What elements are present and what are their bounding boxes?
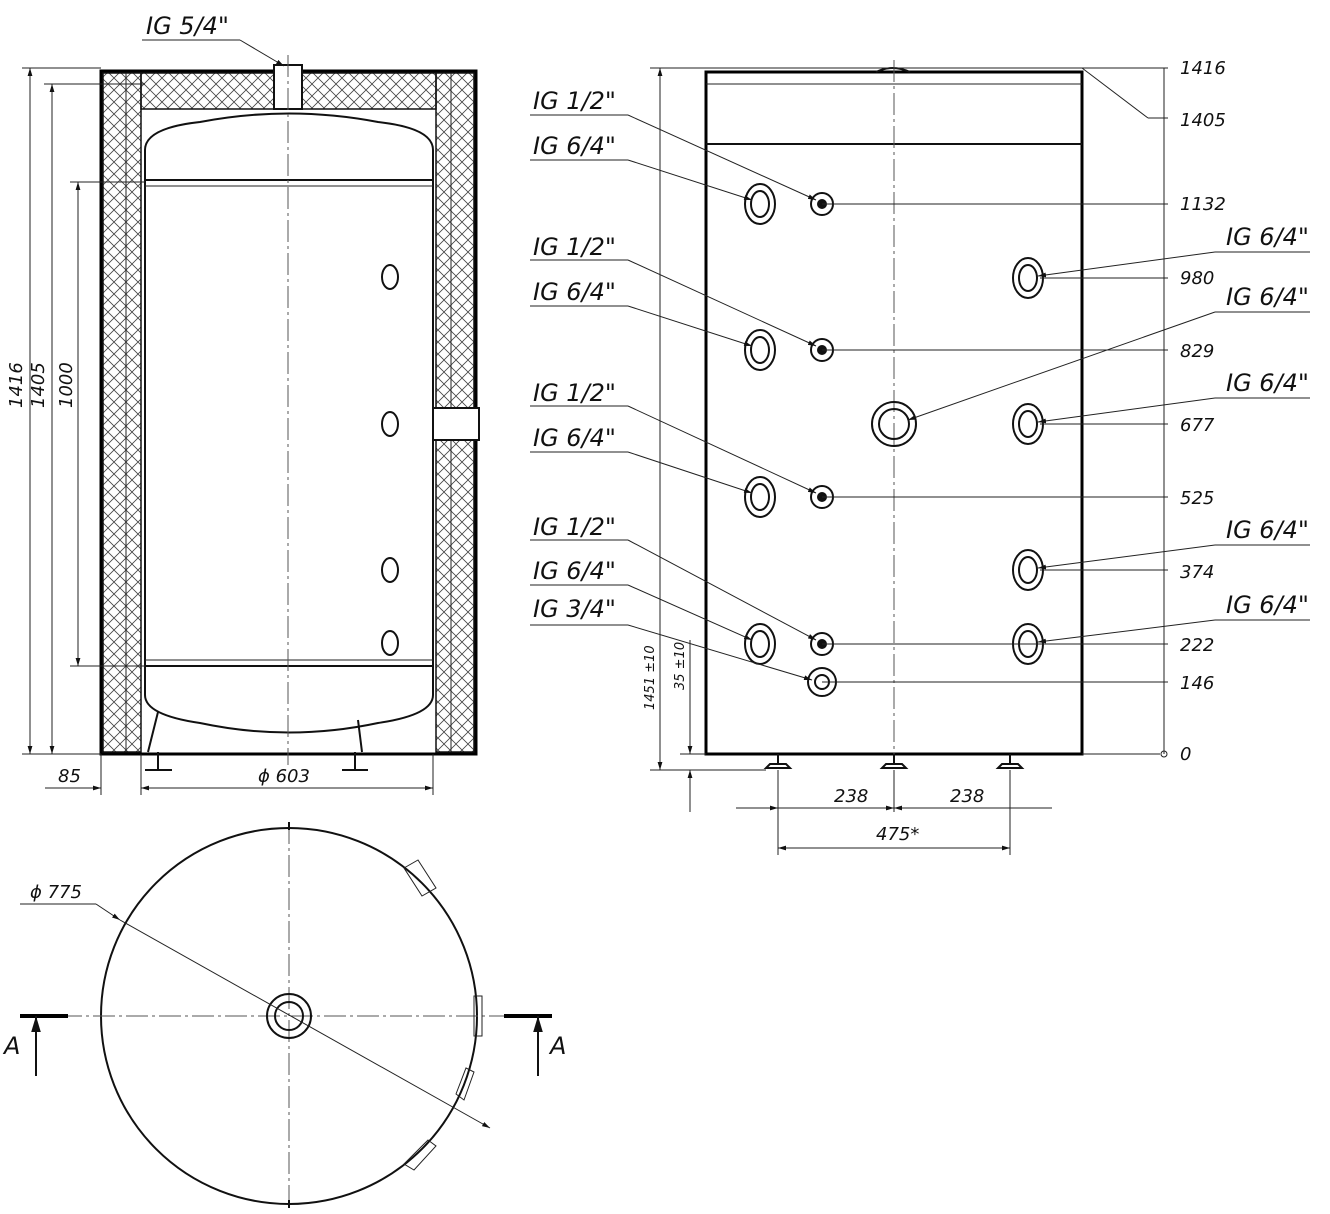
callout-label: IG 6/4" <box>1226 516 1309 544</box>
foot-1 <box>763 754 793 769</box>
foot-left <box>145 711 172 771</box>
dim-sensor-span: 1000 <box>56 362 77 408</box>
side-connection <box>432 407 480 441</box>
insulation-left <box>102 72 142 753</box>
height-label: 677 <box>1180 415 1215 436</box>
height-label: 0 <box>1180 744 1191 765</box>
height-label: 829 <box>1180 341 1214 362</box>
sensor-port-4 <box>381 630 399 656</box>
dim-total-height: 1416 <box>6 362 27 408</box>
vessel-top-dome <box>144 112 434 180</box>
callout-label: IG 6/4" <box>533 424 616 452</box>
callout-label: IG 6/4" <box>1226 223 1309 251</box>
dim-insulation: 85 <box>58 766 81 787</box>
height-label: 980 <box>1180 268 1214 289</box>
dim-top-diameter: ϕ 775 <box>30 882 82 903</box>
height-label: 1405 <box>1180 110 1226 131</box>
dim-overall: 1451 ±10 <box>643 645 658 710</box>
sensor-port-3 <box>381 557 399 583</box>
callout-label: IG 1/2" <box>533 87 616 115</box>
height-labels: 1416 1405 1132 980 829 677 525 374 222 1… <box>1180 58 1226 765</box>
callout-label: IG 6/4" <box>533 132 616 160</box>
dim-feet-left: 238 <box>834 786 868 807</box>
callout-label: IG 6/4" <box>1226 283 1309 311</box>
callout-label: IG 1/2" <box>533 513 616 541</box>
left-callouts: IG 1/2" IG 6/4" IG 1/2" IG 6/4" IG 1/2" … <box>530 87 817 681</box>
callout-label: IG 1/2" <box>533 379 616 407</box>
sensor-port-2 <box>381 411 399 437</box>
dim-feet-right: 238 <box>950 786 984 807</box>
dim-feet-span: 475* <box>876 824 919 845</box>
height-label: 146 <box>1180 673 1214 694</box>
dim-feet: 35 ±10 <box>673 642 688 690</box>
callout-label: IG 6/4" <box>533 557 616 585</box>
foot-right <box>342 719 368 771</box>
callout-label: IG 1/2" <box>533 233 616 261</box>
vessel-body <box>144 179 434 667</box>
section-mark-left: A <box>2 1032 20 1060</box>
callout-label: IG 6/4" <box>1226 369 1309 397</box>
boss <box>403 1139 437 1171</box>
top-view: ϕ 775 A A <box>2 822 566 1210</box>
height-label: 525 <box>1180 488 1214 509</box>
section-mark-right: A <box>548 1032 566 1060</box>
callout-label: IG 6/4" <box>533 278 616 306</box>
section-view: 1416 1405 1000 85 ϕ 603 IG 5/4" <box>6 12 480 795</box>
height-label: 374 <box>1180 562 1214 583</box>
right-callouts: IG 6/4" IG 6/4" IG 6/4" IG 6/4" IG 6/4" <box>907 223 1310 644</box>
height-label: 222 <box>1180 635 1214 656</box>
callout-label: IG 3/4" <box>533 595 616 623</box>
callout-label: IG 6/4" <box>1226 591 1309 619</box>
top-connection-label: IG 5/4" <box>146 12 229 40</box>
boss <box>455 1067 475 1101</box>
vessel-bottom-dome <box>144 666 434 734</box>
height-label: 1416 <box>1180 58 1226 79</box>
dim-vessel-diameter: ϕ 603 <box>258 766 310 787</box>
foot-2 <box>879 754 909 769</box>
dim-vessel-height: 1405 <box>28 362 49 408</box>
sensor-port-1 <box>381 264 399 290</box>
top-connection-ring <box>266 993 312 1039</box>
height-label: 1132 <box>1180 194 1226 215</box>
side-view: 1416 1405 1132 980 829 677 525 374 222 1… <box>530 58 1310 855</box>
boss <box>403 859 437 897</box>
boss <box>473 995 483 1037</box>
foot-3 <box>995 754 1025 769</box>
